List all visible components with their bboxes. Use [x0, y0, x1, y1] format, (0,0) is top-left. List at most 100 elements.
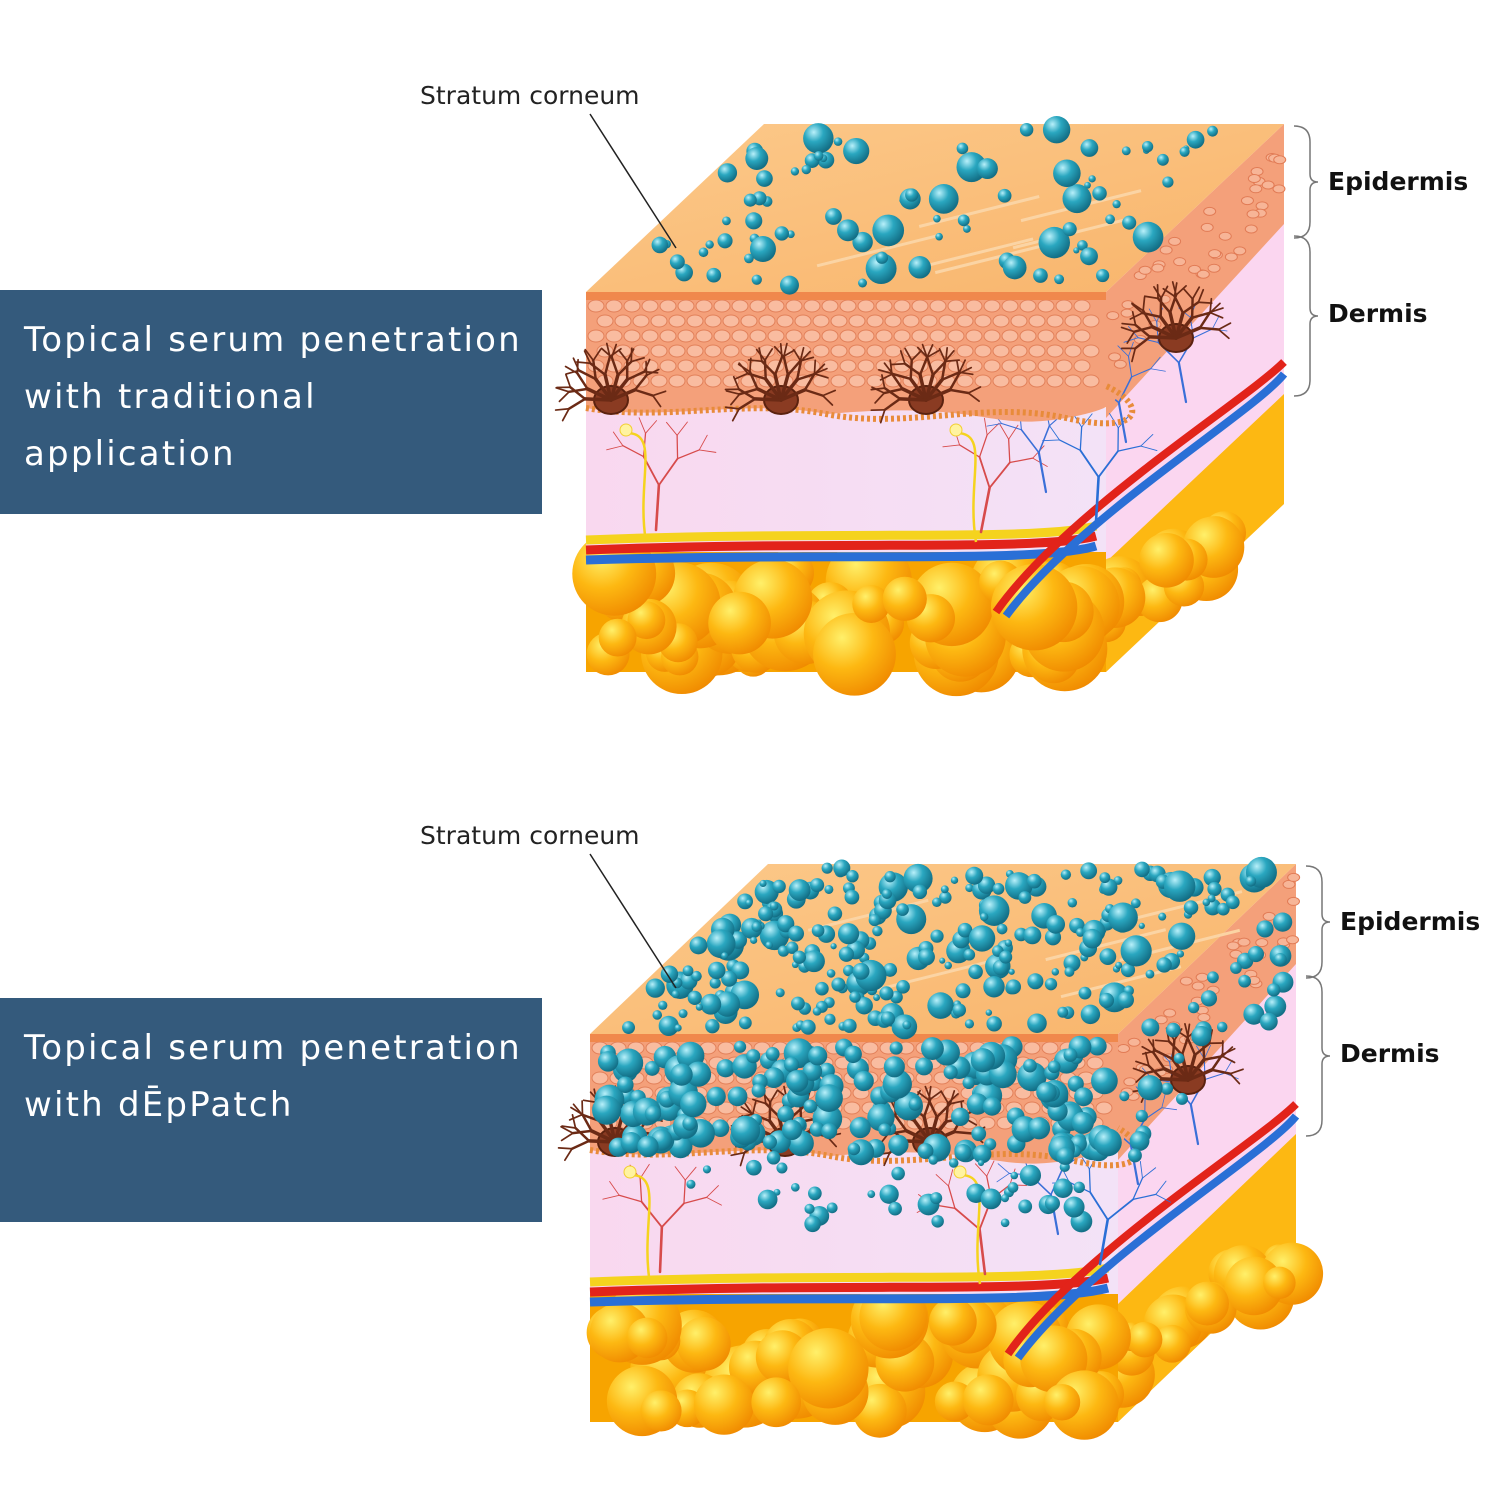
serum-droplet [833, 137, 843, 146]
fat-cell [708, 591, 771, 655]
melanocyte-dendrite [1131, 347, 1137, 363]
serum-droplet [658, 1000, 668, 1010]
serum-droplet [706, 267, 722, 283]
skin-texture-line [1045, 928, 1167, 962]
basement-membrane [589, 1125, 1141, 1169]
serum-droplet [759, 879, 767, 887]
epidermal-cell [1046, 344, 1064, 358]
serum-droplet [745, 899, 753, 907]
capillary [676, 449, 700, 460]
serum-droplet [1023, 926, 1042, 945]
serum-droplet [743, 193, 757, 207]
melanocyte-dendrite [1152, 1052, 1166, 1071]
serum-droplet [852, 231, 873, 253]
serum-droplet [669, 254, 685, 270]
serum-droplet [1074, 1087, 1093, 1107]
serum-droplet [1264, 995, 1287, 1018]
serum-droplet [687, 990, 702, 1005]
serum-droplet [1036, 1082, 1057, 1103]
serum-droplet [963, 948, 976, 961]
caption-banner-deppatch: Topical serum penetration with dĒpPatch [0, 998, 542, 1222]
serum-droplet [706, 1086, 726, 1107]
capillary [1150, 368, 1166, 372]
serum-droplet [940, 885, 949, 894]
melanocyte-dendrite [883, 387, 904, 395]
serum-droplet [1187, 1002, 1200, 1014]
capillary [978, 434, 988, 458]
serum-droplet [837, 219, 859, 242]
capillary [1058, 439, 1081, 451]
capillary [1117, 445, 1142, 452]
serum-droplet [833, 859, 851, 877]
serum-droplet [730, 1115, 761, 1146]
capillary [1088, 1168, 1091, 1194]
epidermal-cell [803, 329, 821, 343]
epidermal-cell [965, 329, 983, 343]
epidermal-cell [821, 329, 839, 343]
capillary [660, 1202, 685, 1228]
capillary [978, 1228, 987, 1276]
epidermal-cell [1082, 374, 1100, 388]
epidermal-cell [974, 344, 992, 358]
epidermal-cell [848, 314, 866, 328]
capillary [1140, 433, 1154, 447]
capillary [1127, 355, 1133, 378]
serum-droplet [671, 990, 680, 999]
epidermal-cell [1117, 1044, 1131, 1054]
epidermal-cell [911, 329, 929, 343]
serum-droplet [815, 1084, 843, 1112]
capillary [674, 1166, 686, 1181]
capillary [1081, 413, 1093, 428]
epidermal-cell [1046, 314, 1064, 328]
capillary [1117, 345, 1129, 357]
epidermal-cell [1246, 209, 1260, 219]
melanocyte-dendrite [1221, 1047, 1236, 1056]
melanocyte-dendrite [940, 359, 947, 381]
epidermal-cell [1046, 374, 1064, 388]
serum-droplet [1044, 1195, 1060, 1211]
melanocyte-dendrite [1160, 285, 1169, 300]
serum-droplet [884, 871, 896, 883]
serum-droplet [873, 994, 881, 1001]
melanocyte-dendrite [773, 356, 784, 376]
melanocyte-dendrite [803, 388, 824, 397]
melanocyte-dendrite [592, 359, 597, 381]
fat-cell [693, 1374, 755, 1435]
melanocyte-dendrite [898, 397, 928, 402]
capillary [1089, 1191, 1109, 1221]
epidermal-cell [1244, 224, 1258, 234]
epidermal-cell [591, 1071, 609, 1085]
epidermal-cell [884, 344, 902, 358]
capillary [986, 422, 1000, 436]
capillary [1131, 368, 1152, 378]
melanocyte-dendrite [1197, 288, 1205, 304]
serum-droplet [682, 965, 694, 977]
melanocyte-dendrite [792, 348, 802, 363]
serum-droplet [881, 888, 892, 900]
melanocyte-dendrite [795, 360, 803, 381]
serum-droplet [758, 906, 774, 922]
serum-droplet [902, 1020, 912, 1030]
melanocyte-dendrite [1210, 1068, 1232, 1075]
serum-droplet [935, 232, 943, 241]
melanocyte-dendrite [603, 355, 612, 376]
capillary [1177, 361, 1188, 404]
nerve-fiber [959, 1173, 982, 1285]
melanocyte-dendrite [926, 349, 940, 359]
serum-droplet [965, 866, 984, 885]
epidermal-cell [1055, 359, 1073, 373]
capillary [602, 1194, 620, 1200]
melanocyte-dendrite [948, 372, 961, 392]
serum-droplet [777, 915, 795, 933]
serum-droplet [976, 158, 998, 180]
capillary [948, 1169, 954, 1187]
nerve-fiber [629, 1173, 652, 1285]
serum-droplet [733, 1040, 747, 1053]
skin-texture-line [934, 241, 1056, 275]
melanocyte-dendrite [1229, 1068, 1244, 1075]
melanocyte-dendrite [1126, 330, 1136, 344]
serum-droplet [1062, 222, 1077, 237]
melanocyte-dendrite [883, 1152, 891, 1167]
capillary [658, 1225, 664, 1274]
melanocyte-dendrite [737, 388, 757, 401]
